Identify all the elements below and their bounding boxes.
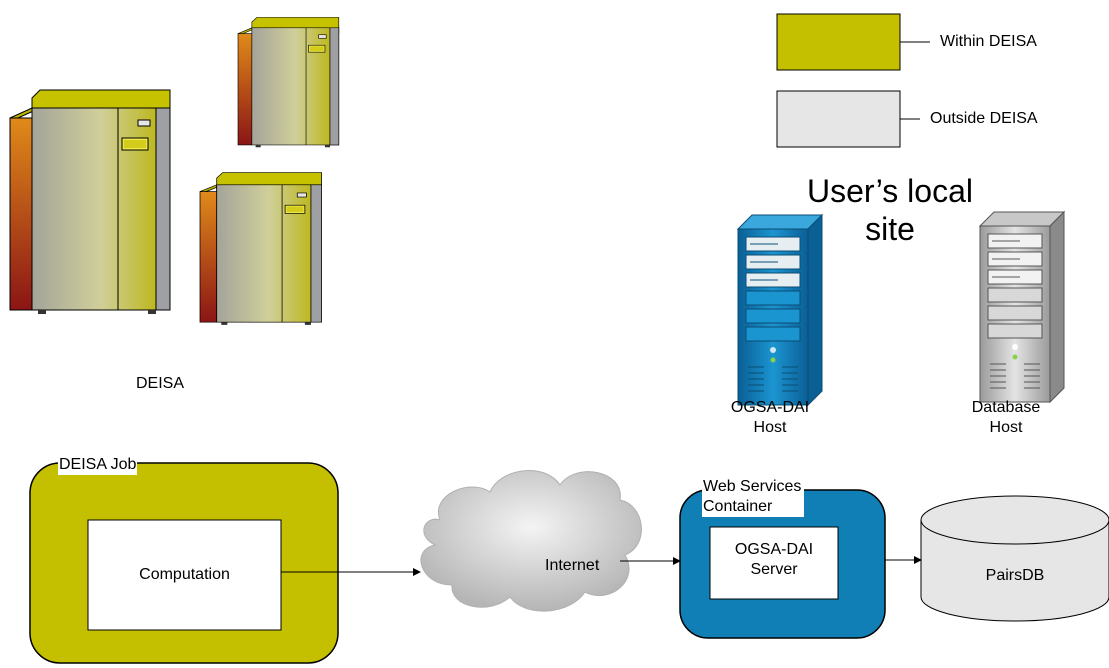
- legend-outside-label: Outside DEISA: [930, 110, 1038, 127]
- supercomputer-icon: [237, 17, 340, 148]
- database-host-label-line1: Database: [971, 399, 1041, 416]
- ogsa-dai-server-label-line1: OGSA-DAI: [734, 541, 814, 558]
- ogsa-dai-host-label-line1: OGSA-DAI: [730, 399, 810, 416]
- web-services-container-label: Web Services Container: [702, 477, 805, 517]
- ogsa-dai-server-label-line2: Server: [750, 561, 798, 578]
- internet-label: Internet: [545, 557, 600, 574]
- web-services-container-label-line1: Web Services: [703, 478, 802, 495]
- deisa-label: DEISA: [136, 375, 185, 392]
- computation-box: [87, 519, 282, 631]
- legend-within-swatch: [776, 13, 901, 71]
- supercomputer-icon: [9, 89, 171, 315]
- pairsdb-cylinder-icon: [920, 495, 1109, 622]
- legend-outside-swatch: [776, 90, 901, 148]
- local-site-title: User’s local site: [790, 172, 990, 248]
- database-host-label-line2: Host: [989, 419, 1023, 436]
- supercomputer-icon: [199, 172, 322, 326]
- local-site-title-line1: User’s local: [807, 173, 973, 209]
- computation-label: Computation: [139, 566, 230, 583]
- database-host-label: Database Host: [951, 398, 1061, 438]
- ogsa-dai-server-label: OGSA-DAI Server: [710, 540, 838, 580]
- deisa-job-label: DEISA Job: [58, 455, 138, 475]
- ogsa-dai-host-label: OGSA-DAI Host: [700, 398, 840, 438]
- legend-within-label: Within DEISA: [940, 33, 1037, 50]
- ogsa-dai-host-label-line2: Host: [753, 419, 787, 436]
- web-services-container-label-line2: Container: [703, 498, 773, 515]
- internet-cloud-icon: [420, 470, 642, 612]
- ogsa-dai-server-box: [709, 526, 839, 600]
- local-site-title-line2: site: [865, 211, 915, 247]
- pairsdb-label: PairsDB: [985, 567, 1045, 584]
- database-host-icon: [979, 211, 1065, 403]
